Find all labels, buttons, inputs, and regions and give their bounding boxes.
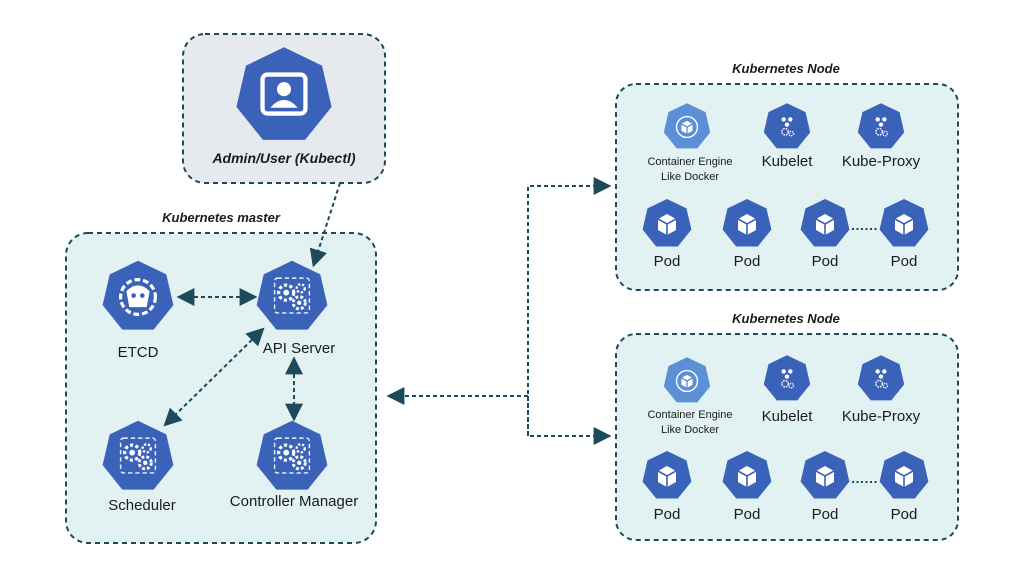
container-engine-label-line2: Like Docker bbox=[661, 424, 719, 436]
container-engine-icon bbox=[663, 103, 711, 149]
etcd-icon bbox=[102, 260, 174, 330]
kubernetes-node-1: Kubernetes Node Container Engine Like Do… bbox=[615, 61, 959, 291]
pod-label: Pod bbox=[654, 253, 681, 270]
api-scheduler-connector bbox=[163, 327, 265, 427]
pod-label: Pod bbox=[734, 506, 761, 523]
pod-label: Pod bbox=[891, 506, 918, 523]
controller-manager-label: Controller Manager bbox=[230, 493, 358, 510]
master-title: Kubernetes master bbox=[162, 210, 281, 225]
user-id-card-icon bbox=[236, 47, 332, 140]
node-title: Kubernetes Node bbox=[732, 61, 840, 76]
container-engine-label-line1: Container Engine bbox=[647, 156, 732, 168]
pod-label: Pod bbox=[812, 506, 839, 523]
kubelet-label: Kubelet bbox=[762, 408, 814, 425]
node-title: Kubernetes Node bbox=[732, 311, 840, 326]
container-engine-label-line1: Container Engine bbox=[647, 409, 732, 421]
admin-api-connector bbox=[309, 182, 341, 268]
container-engine-label-line2: Like Docker bbox=[661, 171, 719, 183]
kube-proxy-label: Kube-Proxy bbox=[842, 408, 921, 425]
pod-label: Pod bbox=[654, 506, 681, 523]
etcd-label: ETCD bbox=[118, 344, 159, 361]
kubernetes-node-2: Kubernetes Node Container Engine Like Do… bbox=[615, 311, 959, 541]
kube-proxy-label: Kube-Proxy bbox=[842, 153, 921, 170]
node1-connector bbox=[527, 177, 612, 436]
pod-label: Pod bbox=[734, 253, 761, 270]
kubelet-label: Kubelet bbox=[762, 153, 814, 170]
container-engine-icon bbox=[663, 357, 711, 403]
node2-connector bbox=[527, 396, 612, 445]
admin-label: Admin/User (Kubectl) bbox=[211, 150, 355, 166]
pod-label: Pod bbox=[891, 253, 918, 270]
pod-label: Pod bbox=[812, 253, 839, 270]
api-server-label: API Server bbox=[263, 340, 336, 357]
scheduler-label: Scheduler bbox=[108, 497, 176, 514]
